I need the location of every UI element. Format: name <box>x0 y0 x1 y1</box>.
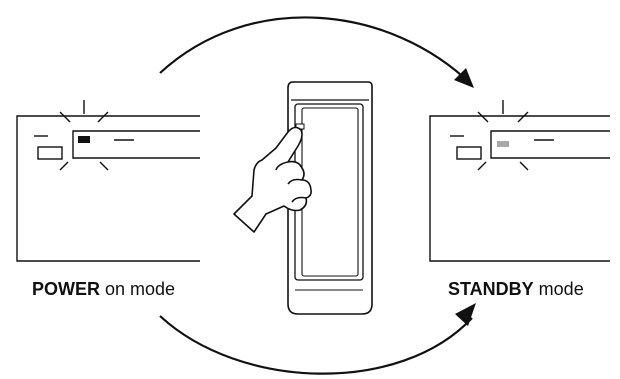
standby-display-window <box>490 130 610 159</box>
power-glow-rays-icon <box>59 100 109 171</box>
power-on-mode-caption: POWER on mode <box>32 276 175 302</box>
power-panel-button <box>37 146 63 160</box>
top-curved-arrow-icon <box>159 16 473 86</box>
power-panel-outline <box>16 115 200 262</box>
power-panel <box>16 100 200 262</box>
remote-control-icon <box>287 81 373 315</box>
standby-caption-bold: STANDBY <box>448 279 534 299</box>
hand-pointer-icon <box>233 126 312 233</box>
power-indicator-lit <box>78 136 90 143</box>
standby-glow-rays-icon <box>477 100 529 171</box>
standby-panel <box>429 100 610 262</box>
bottom-curved-arrow-icon <box>159 315 473 375</box>
power-caption-rest: on mode <box>100 279 176 299</box>
top-arrowhead-icon <box>454 68 474 88</box>
standby-caption-rest: mode <box>533 279 584 299</box>
power-caption-bold: POWER <box>32 279 101 299</box>
bottom-arrowhead-icon <box>455 303 476 326</box>
standby-mode-caption: STANDBY mode <box>448 276 584 302</box>
standby-panel-outline <box>429 115 610 262</box>
standby-indicator <box>497 141 509 147</box>
power-display-window <box>72 130 200 159</box>
standby-panel-button <box>456 146 482 160</box>
